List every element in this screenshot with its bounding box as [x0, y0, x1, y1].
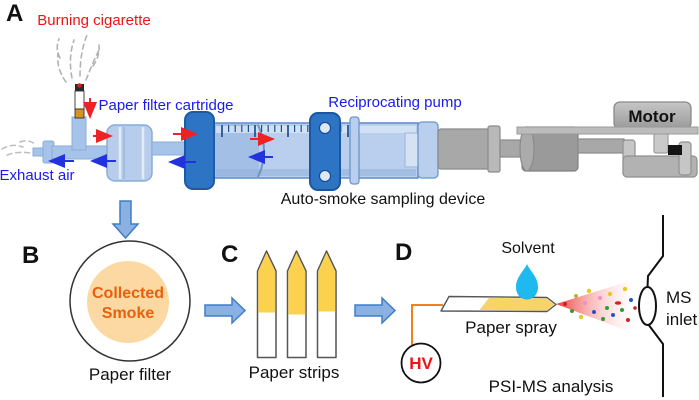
- syringe-flange: [184, 111, 215, 190]
- burning-cigarette: [74, 83, 85, 119]
- device-caption: Auto-smoke sampling device: [281, 191, 486, 208]
- panel-c-letter: C: [221, 241, 238, 268]
- panel-d-letter: D: [395, 239, 412, 266]
- hv-label: HV: [409, 354, 433, 373]
- arrow-b-to-c: [204, 296, 247, 325]
- paper-filter-caption: Paper filter: [89, 365, 172, 384]
- hv-source: HV: [400, 342, 442, 384]
- motor-label: Motor: [628, 107, 676, 126]
- psi-ms-caption: PSI-MS analysis: [489, 377, 614, 396]
- exhaust-nozzle: [32, 140, 55, 164]
- paper-spray-label: Paper spray: [465, 318, 557, 337]
- plunger-and-drive-rod: [404, 121, 625, 179]
- paper-strips-caption: Paper strips: [249, 363, 340, 382]
- motor-platform-bar: [516, 126, 699, 135]
- exhaust-wisps: [1, 140, 36, 156]
- exhaust-air-label: Exhaust air: [0, 167, 75, 184]
- collected-smoke-label-1: Collected: [92, 285, 164, 302]
- solvent-droplet: [516, 264, 538, 300]
- paper-strip-3: [316, 250, 337, 359]
- paper-strip-1: [256, 250, 277, 359]
- panel-b-letter: B: [22, 242, 39, 269]
- hv-wire: [411, 304, 443, 345]
- burning-cigarette-label: Burning cigarette: [37, 12, 150, 29]
- spray-plume: [556, 280, 633, 333]
- collected-smoke-label-2: Smoke: [102, 305, 155, 322]
- panel-c-paper-strips: C Paper strips: [221, 241, 339, 382]
- solvent-label: Solvent: [501, 240, 555, 257]
- plunger-flange-bar: [349, 116, 360, 185]
- crank-pin: [668, 145, 682, 155]
- ion-dots: [563, 286, 637, 322]
- ms-inlet-cone: [638, 286, 657, 326]
- arrow-c-to-d: [354, 296, 397, 325]
- panel-b-paper-filter: B Collected Smoke Paper filter: [22, 240, 191, 384]
- panel-d-psi-ms: D HV: [395, 215, 697, 397]
- smoke-wisps: [56, 34, 100, 83]
- strip-smoke-zone: [479, 298, 555, 311]
- collected-smoke-spot: [87, 261, 169, 343]
- arrow-a-to-b: [111, 200, 140, 240]
- ms-inlet-label-1: MS: [666, 288, 692, 307]
- cigarette-body: [74, 90, 85, 110]
- ms-inlet: [638, 215, 664, 397]
- cartridge-syringe-tube: [151, 141, 187, 156]
- motor-assembly: Motor: [516, 101, 699, 178]
- cigarette-ember: [77, 83, 82, 88]
- paper-filter-cartridge-label: Paper filter cartridge: [98, 97, 233, 114]
- cigarette-filter: [74, 108, 85, 119]
- reciprocating-pump-label: Reciprocating pump: [328, 94, 461, 111]
- ms-inlet-label-2: inlet: [666, 310, 697, 329]
- panel-a-letter: A: [6, 0, 23, 27]
- paper-spray-strip: [440, 295, 557, 313]
- graduation-major-ticks: [221, 125, 349, 137]
- panel-a-sampling-device: Motor A Burning cigarette Paper filter c…: [0, 0, 699, 208]
- flow-arrows: [48, 98, 275, 169]
- paper-strip-2: [286, 250, 307, 359]
- cigarette-holder-tube: [71, 116, 87, 151]
- pump-bracket: [309, 112, 341, 191]
- paper-filter-cartridge: [106, 124, 153, 182]
